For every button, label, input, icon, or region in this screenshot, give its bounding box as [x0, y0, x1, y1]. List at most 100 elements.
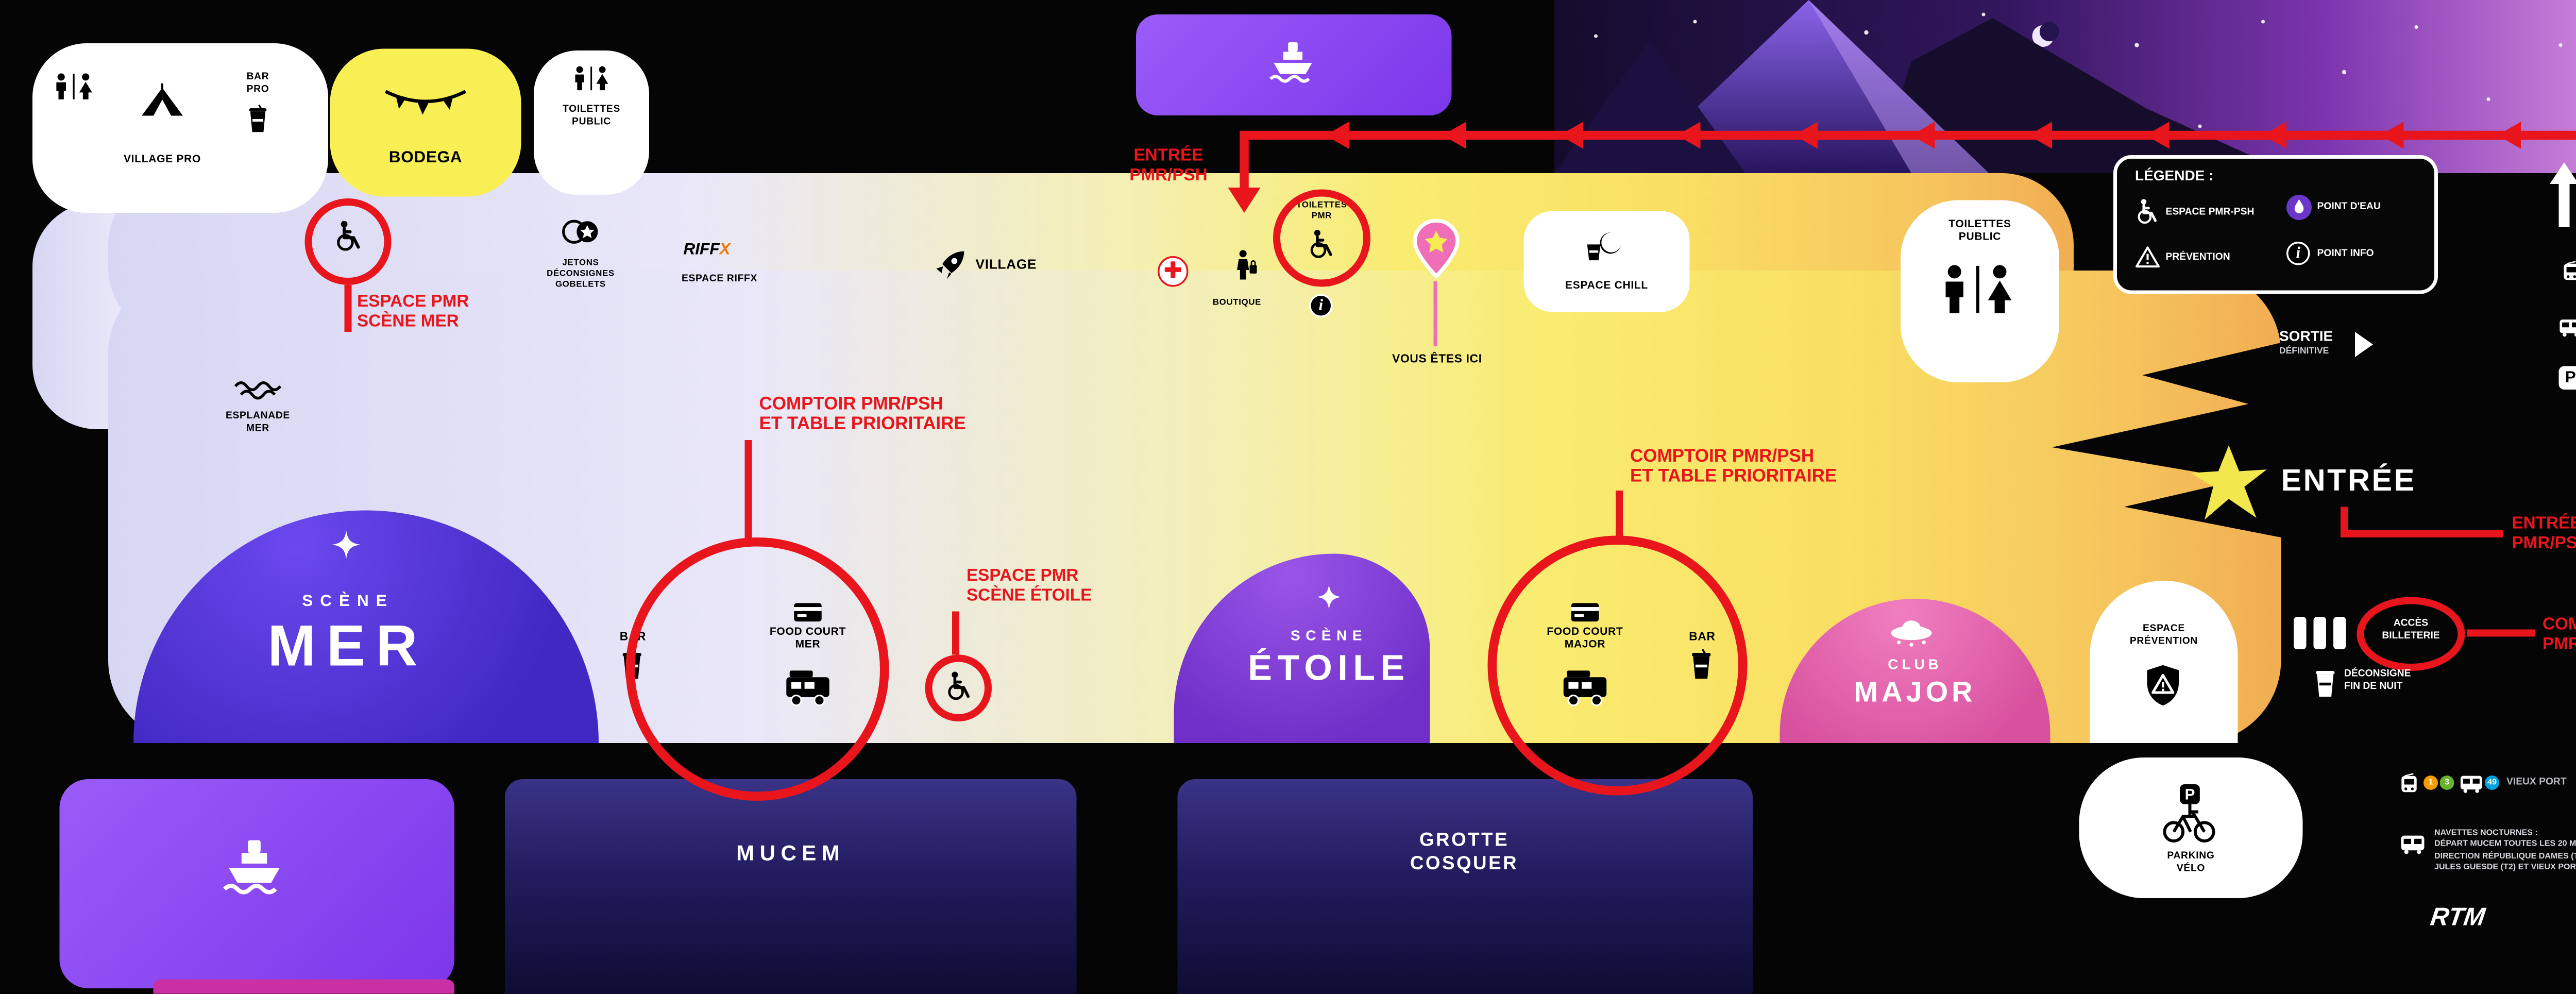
riffx-logo: RIFFX — [683, 240, 731, 258]
scene-mer-kicker: SCÈNE — [302, 592, 394, 610]
ufo-icon — [1891, 620, 1932, 647]
esplanade-mer-label: ESPLANADE MER — [225, 411, 291, 434]
info-icon: i — [1309, 294, 1333, 317]
warning-icon — [2136, 246, 2160, 268]
bus-icon — [2460, 776, 2482, 793]
grotte-cosquer-label: GROTTE COSQUER — [1410, 830, 1519, 874]
village-pro-label: VILLAGE PRO — [123, 155, 201, 166]
route-down-arrow — [1228, 188, 1261, 213]
entree-dediee-line-v — [2341, 507, 2347, 536]
espace-prevention-label: ESPACE PRÉVENTION — [2129, 624, 2198, 647]
legend-item-prevention: PRÉVENTION — [2165, 252, 2230, 263]
club-major-kicker: CLUB — [1888, 656, 1942, 673]
toilettes-public-2-label: TOILETTES PUBLIC — [1948, 220, 2011, 244]
wave-icon — [234, 381, 282, 400]
map-pin-icon — [1413, 218, 1460, 279]
scene-etoile-name: ÉTOILE — [1248, 649, 1410, 689]
up-arrow-icon — [2550, 162, 2576, 184]
tram-line-badge: 1 — [2424, 776, 2438, 790]
entree-label: ENTRÉE — [2281, 463, 2416, 498]
toilets-icon — [56, 73, 92, 99]
pyramid-edge — [1808, 0, 1989, 173]
sparkle-icon — [1316, 584, 1342, 610]
comptoir-mer-ring — [625, 537, 889, 801]
legend-item-info: POINT INFO — [2317, 249, 2374, 260]
comptoir-billeterie-line — [2467, 629, 2535, 636]
bus-line-badge: 49 — [2485, 776, 2499, 790]
espace-pmr-etoile-label: ESPACE PMR SCÈNE ÉTOILE — [967, 566, 1092, 605]
parking-velo-label: PARKING VÉLO — [2167, 851, 2215, 874]
bodega-label: BODEGA — [388, 148, 463, 166]
stop-vieux-port: VIEUX PORT — [2506, 777, 2567, 788]
comptoir-major-ring — [1487, 535, 1748, 796]
legend-box — [2113, 155, 2438, 294]
svg-text:P: P — [2185, 786, 2195, 803]
toilettes-pmr-ring — [1273, 189, 1370, 287]
scene-mer-name: MER — [267, 613, 429, 678]
route-arrowheads — [1325, 122, 2521, 149]
entree-dediee-line-h — [2341, 530, 2503, 537]
toilets-icon — [575, 66, 608, 91]
entree-dediee-label: ENTRÉE DÉDIÉE PMR/PSH — [2512, 514, 2576, 553]
grotte-cosquer-building — [1177, 779, 1753, 994]
espace-riffx-label: ESPACE RIFFX — [681, 274, 758, 285]
village-label: VILLAGE — [975, 256, 1037, 273]
ticket-gates-icon — [2294, 617, 2307, 649]
ship-icon — [1269, 42, 1312, 83]
sparkle-icon — [332, 530, 361, 559]
bus-icon — [2560, 319, 2576, 337]
magenta-strip — [153, 979, 454, 994]
rtm-logo: RTM — [2429, 902, 2487, 931]
comptoir-billeterie-label: COMPTOIR PMR/PSH — [2543, 615, 2576, 654]
bodega-area — [330, 48, 521, 197]
comptoir-mer-label: COMPTOIR PMR/PSH ET TABLE PRIORITAIRE — [759, 395, 966, 435]
tent-icon — [142, 83, 183, 116]
boutique-label: BOUTIQUE — [1212, 299, 1262, 309]
boutique-icon — [1237, 250, 1257, 280]
pin-stem — [1433, 281, 1437, 346]
legend-title: LÉGENDE : — [2135, 167, 2214, 184]
chevron-right-icon — [2355, 332, 2373, 357]
acces-billeterie-label: ACCÈS BILLETERIE — [2382, 618, 2440, 642]
mucem-label: MUCEM — [736, 840, 845, 866]
parking-velo-area — [2079, 757, 2303, 898]
legend-item-pmr: ESPACE PMR-PSH — [2165, 207, 2255, 218]
crescent-moon-icon — [2032, 22, 2059, 47]
espace-prevention-area — [2090, 581, 2238, 743]
sortie-label: SORTIE — [2279, 328, 2333, 345]
water-drop-icon — [2286, 195, 2312, 220]
club-major-name: MAJOR — [1854, 678, 1976, 709]
toilets-icon — [1945, 265, 2012, 313]
navettes-nocturnes-text: NAVETTES NOCTURNES : DÉPART MUCEM TOUTES… — [2434, 828, 2576, 872]
espace-chill-label: ESPACE CHILL — [1565, 281, 1648, 292]
wheelchair-icon — [948, 671, 970, 700]
comptoir-mer-line — [744, 440, 752, 541]
ship-icon — [223, 840, 280, 895]
entree-pmr-label: ENTRÉE PMR/PSH — [1129, 146, 1208, 186]
tokens-icon — [562, 220, 598, 244]
village-pro-area — [32, 43, 328, 213]
moon-cup-icon — [1587, 232, 1621, 261]
cup-icon — [249, 105, 267, 132]
mucem-building — [505, 779, 1077, 994]
toilettes-public-label: TOILETTES PUBLIC — [563, 105, 620, 128]
comptoir-major-label: COMPTOIR PMR/PSH ET TABLE PRIORITAIRE — [1630, 447, 1837, 487]
espace-chill-area — [1523, 211, 1690, 312]
first-aid-icon — [1158, 256, 1189, 287]
wheelchair-icon — [2138, 199, 2157, 224]
bunting-icon — [385, 90, 466, 115]
shield-icon — [2147, 665, 2179, 706]
bus-icon — [2401, 835, 2425, 854]
info-icon: i — [2286, 242, 2310, 265]
cup-icon — [2316, 671, 2335, 697]
vous-etes-ici-label: VOUS ÊTES ICI — [1392, 353, 1482, 366]
comptoir-major-line — [1616, 491, 1623, 541]
parking-icon: P — [2558, 366, 2576, 390]
toilettes-public-area-2 — [1901, 200, 2059, 382]
ferry-dock-bottom — [59, 779, 454, 988]
ticket-gates-icon — [2333, 617, 2346, 649]
bar-pro-label: BAR PRO — [246, 72, 269, 95]
tram-icon — [2401, 773, 2417, 793]
